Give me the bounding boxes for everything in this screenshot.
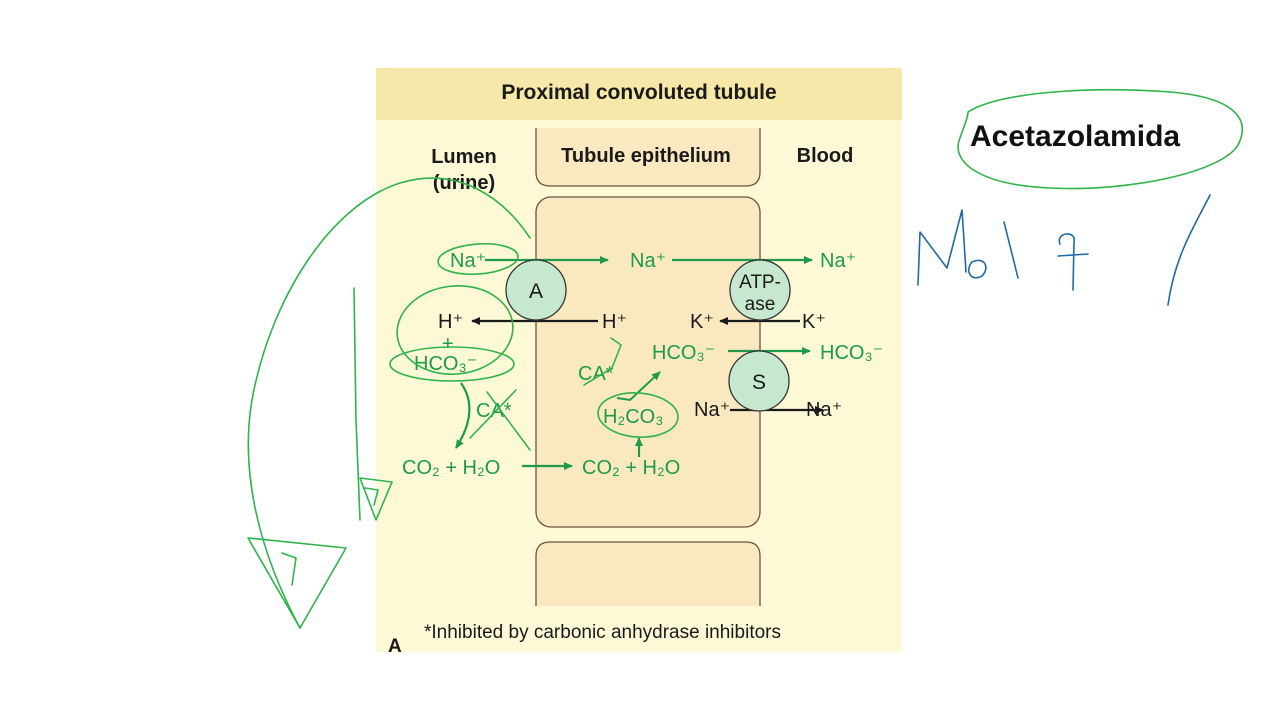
ink-circle-h2co3 (597, 392, 679, 438)
panel-header-band (376, 68, 902, 120)
ink-circle-na-lumen (437, 242, 519, 276)
molecule-h2co3: H₂CO₃ (603, 406, 663, 428)
ink-oval-drug-name (957, 88, 1243, 190)
ion-h-cell: H⁺ (602, 311, 627, 333)
transporter-s-label: S (752, 371, 766, 394)
atpase-label-line2: ase (745, 294, 776, 315)
epithelium-label: Tubule epithelium (561, 145, 731, 167)
ink-arrowhead-big (247, 537, 347, 629)
panel-title: Proximal convoluted tubule (501, 81, 776, 104)
atpase-label-line1: ATP- (739, 272, 781, 293)
transporter-a-label: A (529, 280, 543, 303)
ink-blue-letter-4 (1057, 233, 1089, 291)
ion-na-blood-s: Na⁺ (806, 399, 842, 421)
epithelium-cell-top (535, 128, 761, 187)
figure-panel: Proximal convoluted tubule Lumen (urine)… (376, 68, 902, 657)
ink-circle-h-hco3 (396, 285, 514, 375)
transporter-s (728, 350, 790, 412)
ink-small-arrow-detail (364, 487, 379, 506)
ink-slash-ca-lumen-2 (469, 389, 517, 439)
ion-na-lumen: Na⁺ (450, 250, 486, 272)
plus-sign: + (442, 333, 454, 355)
molecules-co2-h2o-cell: CO₂ + H₂O (582, 457, 680, 479)
drug-name-label: Acetazolamida (970, 120, 1181, 153)
blue-scribbles (917, 194, 1211, 306)
ink-blue-letter-2 (967, 259, 987, 279)
epithelium-cell-bottom (535, 541, 761, 606)
footnote: *Inhibited by carbonic anhydrase inhibit… (424, 622, 781, 643)
ink-blue-letter-3 (1003, 221, 1019, 279)
enzyme-ca-lumen: CA* (476, 400, 512, 422)
ion-hco3-lumen: HCO₃⁻ (414, 353, 477, 375)
ion-na-blood: Na⁺ (820, 250, 856, 272)
ion-h-lumen: H⁺ (438, 311, 463, 333)
ink-slash-ca-cell (583, 337, 622, 386)
molecules-co2-h2o-lumen: CO₂ + H₂O (402, 457, 500, 479)
lumen-label: Lumen (431, 146, 497, 168)
handwritten-annotations (247, 88, 1243, 629)
ion-hco3-cell: HCO₃⁻ (652, 342, 715, 364)
panel-letter: A (388, 636, 402, 657)
ion-na-cell: Na⁺ (630, 250, 666, 272)
ink-blue-letter-5 (1167, 194, 1211, 306)
transporter-a (505, 259, 567, 321)
ion-k-cell: K⁺ (690, 311, 714, 333)
ink-arrowhead-detail (281, 552, 297, 586)
enzyme-ca-cell: CA* (578, 363, 614, 385)
ion-k-blood: K⁺ (802, 311, 826, 333)
ion-na-cell-s: Na⁺ (694, 399, 730, 421)
ink-blue-letter-1 (917, 209, 967, 286)
ink-small-arrowhead (359, 477, 393, 521)
blood-label: Blood (797, 145, 854, 167)
arrow-hco3-to-co2 (455, 382, 471, 449)
transporter-atpase (729, 259, 791, 321)
ink-big-loop-arrow (247, 177, 531, 629)
ink-circle-hco3-lumen (389, 346, 515, 382)
ink-vertical-stroke (353, 287, 361, 521)
ion-hco3-blood: HCO₃⁻ (820, 342, 883, 364)
ink-slash-ca-lumen-1 (486, 391, 531, 451)
